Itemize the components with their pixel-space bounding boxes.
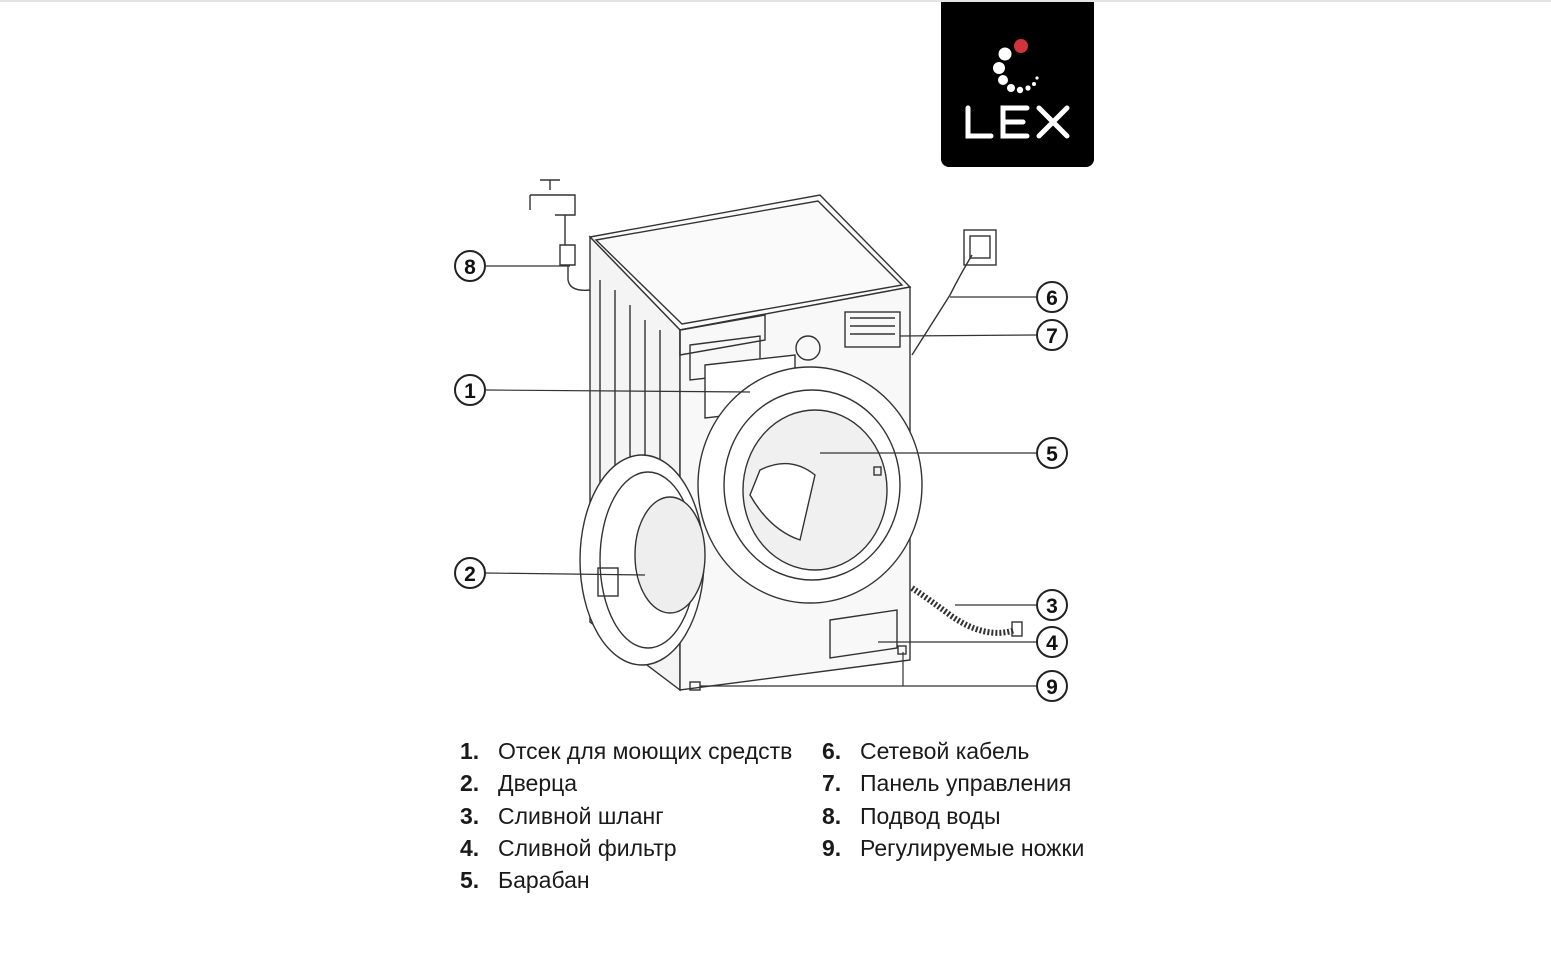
leader-line-7 (899, 334, 1037, 337)
legend-label: Барабан (498, 867, 590, 894)
legend-label: Подвод воды (860, 802, 1001, 829)
washing-machine-drawing (529, 179, 1023, 692)
legend-item: 4. Сливной фильтр (460, 832, 792, 864)
svg-text:4: 4 (1046, 632, 1058, 655)
legend-number: 8. (822, 802, 842, 829)
callout-7: 7 (1036, 319, 1068, 351)
legend-column-1: 1. Отсек для моющих средств 2. Дверца 3. Сл… (460, 735, 792, 896)
leader-lines (485, 265, 1037, 687)
legend-item: 5. Барабан (460, 864, 792, 896)
legend-column-2: 6. Сетевой кабель 7. Панель управления 8. П… (822, 735, 1084, 864)
legend-item: 6. Сетевой кабель (822, 735, 1084, 767)
svg-text:9: 9 (1046, 676, 1058, 699)
leader-line-9 (700, 652, 1036, 687)
legend-number: 6. (822, 738, 842, 764)
legend-label: Дверца (498, 770, 578, 797)
callout-3: 3 (1036, 589, 1068, 621)
callout-4: 4 (1036, 626, 1068, 658)
callout-8: 8 (454, 250, 486, 282)
svg-text:6: 6 (1046, 287, 1058, 310)
svg-text:3: 3 (1046, 595, 1058, 618)
lex-logo (941, 2, 1094, 167)
callout-9: 9 (1036, 670, 1068, 702)
legend-number: 3. (460, 802, 480, 829)
callout-5: 5 (1036, 437, 1068, 469)
callout-1: 1 (454, 374, 486, 406)
legend-item: 1. Отсек для моющих средств (460, 735, 792, 767)
svg-text:7: 7 (1046, 325, 1058, 348)
legend-item: 7. Панель управления (822, 767, 1084, 799)
legend-label: Регулируемые ножки (860, 834, 1085, 861)
legend-number: 4. (460, 834, 480, 861)
svg-text:1: 1 (464, 380, 476, 403)
legend-number: 1. (460, 738, 480, 764)
svg-text:2: 2 (464, 563, 476, 586)
svg-text:5: 5 (1046, 443, 1058, 466)
leader-line-2 (485, 572, 646, 576)
legend-number: 5. (460, 867, 480, 894)
callout-2: 2 (454, 557, 486, 589)
legend-label: Сливной фильтр (498, 834, 677, 861)
callout-6: 6 (1036, 281, 1068, 313)
svg-text:8: 8 (464, 256, 476, 279)
legend-item: 9. Регулируемые ножки (822, 832, 1084, 864)
legend-number: 2. (460, 770, 480, 797)
legend-number: 9. (822, 834, 842, 861)
legend-label: Сетевой кабель (860, 738, 1030, 764)
legend-item: 3. Сливной шланг (460, 800, 792, 832)
leader-line-1 (485, 389, 751, 393)
lex-logo-mark (965, 39, 1070, 139)
legend-item: 2. Дверца (460, 767, 792, 799)
legend-number: 7. (822, 770, 842, 797)
legend-label: Сливной шланг (498, 802, 664, 829)
legend-item: 8. Подвод воды (822, 800, 1084, 832)
top-divider (0, 0, 1551, 2)
legend-label: Панель управления (860, 770, 1072, 797)
legend-label: Отсек для моющих средств (498, 738, 793, 764)
